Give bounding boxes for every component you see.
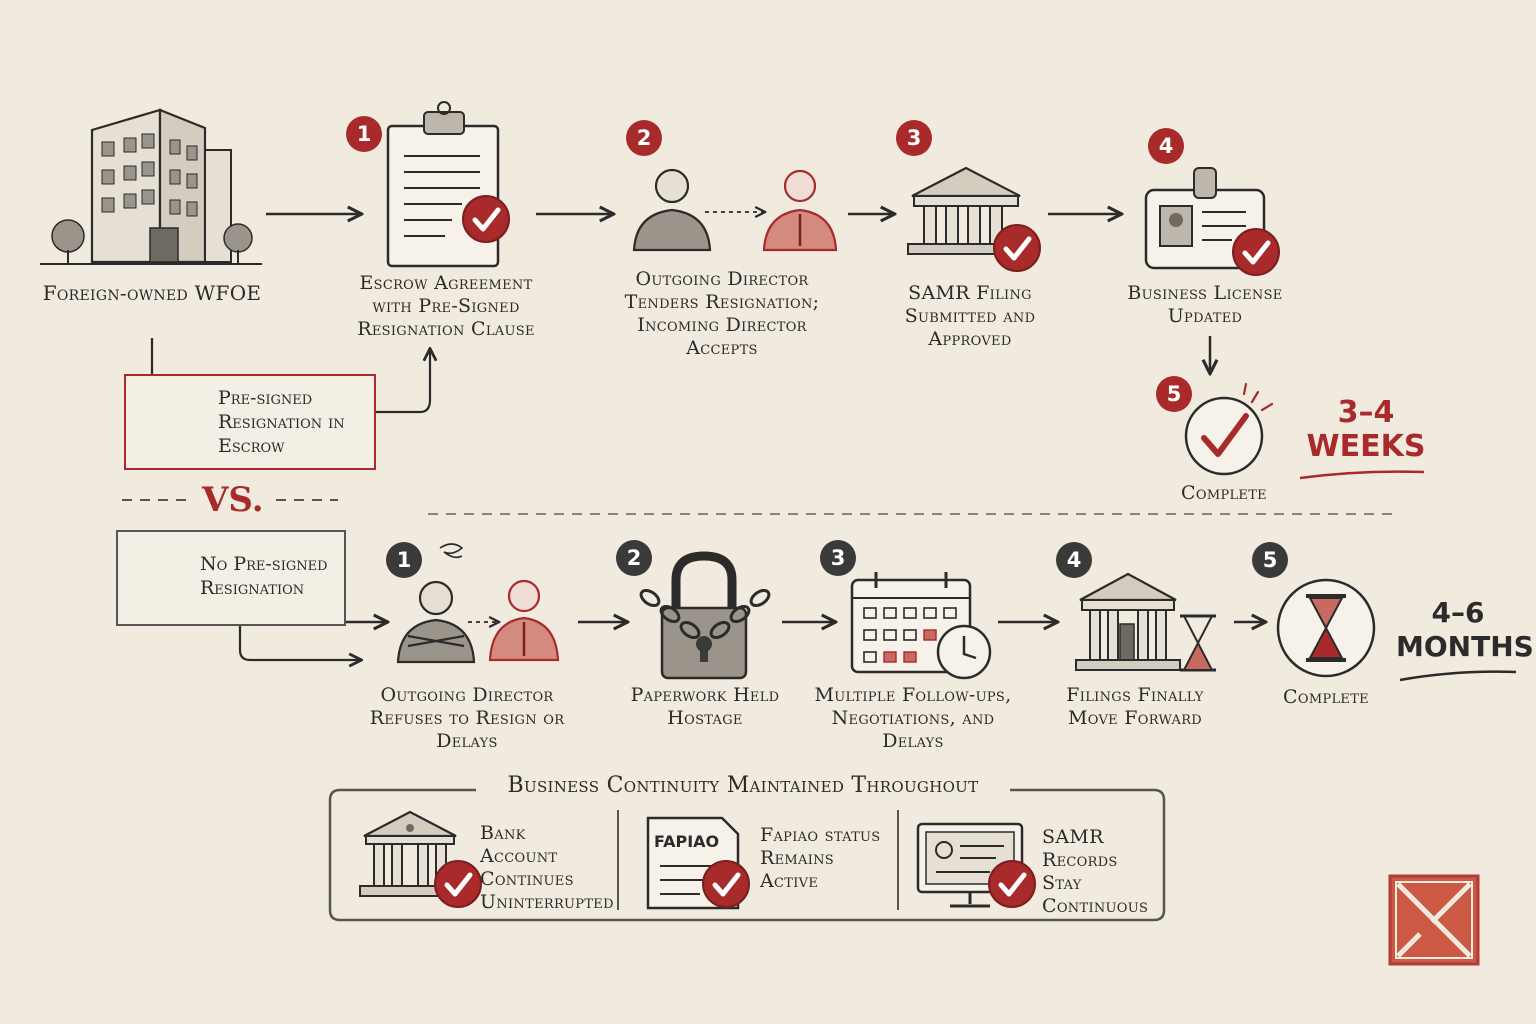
no-presign-note-text: No Pre-signed Resignation bbox=[200, 553, 328, 599]
calendar-clock-icon bbox=[850, 572, 992, 680]
no-presign-note-box bbox=[116, 530, 346, 626]
seal-stamp-icon bbox=[1388, 874, 1480, 966]
clipboard-icon bbox=[386, 101, 509, 268]
escrow-note-box bbox=[124, 374, 376, 470]
bottom-step3-label: Multiple Follow-ups, Negotiations, and D… bbox=[814, 684, 1012, 752]
fapiao-document-icon bbox=[646, 816, 749, 908]
top-step3-label: SAMR Filing Submitted and Approved bbox=[904, 282, 1036, 350]
continuity-title: Business Continuity Maintained Throughou… bbox=[507, 773, 979, 798]
top-step2-badge: 2 bbox=[626, 120, 662, 156]
continuity-samr-label: SAMR Records Stay Continuous bbox=[1042, 826, 1149, 917]
vs-label: VS. bbox=[202, 480, 264, 520]
bottom-duration: 4–6 MONTHS bbox=[1396, 596, 1534, 663]
directors-icon bbox=[632, 168, 838, 252]
fapiao-doc-text: FAPIAO bbox=[654, 832, 720, 851]
bottom-step2-label: Paperwork Held Hostage bbox=[630, 684, 780, 729]
bottom-step3-badge: 3 bbox=[820, 540, 856, 576]
id-badge-icon bbox=[1144, 167, 1279, 275]
top-step4-badge: 4 bbox=[1148, 128, 1184, 164]
bottom-step5-badge: 5 bbox=[1252, 542, 1288, 578]
bottom-step1-badge: 1 bbox=[386, 542, 422, 578]
continuity-fapiao-label: Fapiao status Remains Active bbox=[760, 824, 881, 892]
top-step2-label: Outgoing Director Tenders Resignation; I… bbox=[624, 268, 820, 359]
hourglass-circle-icon bbox=[1276, 578, 1376, 678]
top-step5-badge: 5 bbox=[1156, 376, 1192, 412]
arrow-escrow-to-step1 bbox=[375, 350, 430, 414]
monitor-record-icon bbox=[916, 822, 1035, 907]
top-step1-badge: 1 bbox=[346, 116, 382, 152]
escrow-note-text: Pre-signed Resignation in Escrow bbox=[218, 387, 345, 457]
bottom-step5-label: Complete bbox=[1283, 686, 1369, 708]
bottom-step4-label: Filings Finally Move Forward bbox=[1066, 684, 1204, 729]
government-building-icon bbox=[907, 166, 1040, 271]
top-step4-label: Business License Updated bbox=[1127, 282, 1283, 327]
bottom-step1-label: Outgoing Director Refuses to Resign or D… bbox=[369, 684, 565, 752]
building-hourglass-icon bbox=[1075, 572, 1216, 672]
continuity-bank-label: Bank Account Continues Uninterrupted bbox=[480, 822, 614, 913]
top-step1-label: Escrow Agreement with Pre-Signed Resigna… bbox=[357, 272, 535, 340]
wfoe-label: Foreign-owned WFOE bbox=[42, 281, 262, 305]
top-step5-label: Complete bbox=[1181, 482, 1267, 504]
bank-icon bbox=[359, 810, 481, 907]
refusing-director-icon bbox=[396, 543, 560, 664]
bottom-step2-badge: 2 bbox=[616, 540, 652, 576]
top-duration: 3–4 WEEKS bbox=[1306, 395, 1426, 464]
bottom-step4-badge: 4 bbox=[1056, 542, 1092, 578]
top-step3-badge: 3 bbox=[896, 120, 932, 156]
check-circle-icon bbox=[1184, 382, 1274, 476]
office-building-icon bbox=[40, 108, 262, 265]
continuity-panel bbox=[328, 788, 1166, 922]
padlock-chain-icon bbox=[639, 551, 771, 680]
